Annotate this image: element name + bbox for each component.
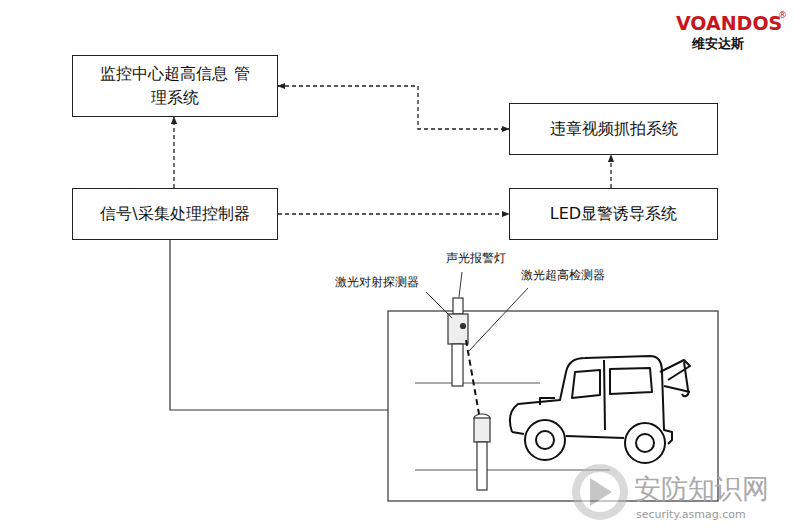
- laser-beam: [466, 340, 479, 414]
- callout-label: 声光报警灯: [446, 251, 506, 265]
- dashed-connector: [173, 117, 174, 188]
- box-label: 信号\采集处理控制器: [100, 202, 249, 226]
- callout-label: 激光对射探测器: [335, 275, 419, 289]
- signal-wire: [170, 240, 388, 410]
- callout-label: 激光超高检测器: [521, 268, 605, 282]
- brand-logo-text: VOANDOS: [676, 12, 782, 35]
- leader-line: [426, 292, 452, 318]
- watermark-logo: [572, 464, 628, 520]
- scene-frame: [388, 311, 718, 501]
- watermark-text: 安防知识网: [634, 473, 769, 505]
- laser-receiver-pole: [474, 414, 490, 490]
- leader-line: [459, 272, 462, 297]
- box-label: 监控中心超高信息 管理系统: [100, 62, 250, 110]
- box-label: 违章视频抓拍系统: [550, 117, 678, 141]
- brand-logo-text: 维安达斯: [692, 36, 744, 52]
- dashed-connector: [278, 86, 509, 129]
- dashed-connector: [278, 213, 509, 214]
- brand-logo-text: ®: [778, 10, 787, 21]
- system-box: 信号\采集处理控制器: [72, 188, 278, 240]
- watermark-text: security.asmag.com: [636, 508, 746, 521]
- leader-line: [468, 288, 528, 352]
- road-line: [415, 470, 610, 471]
- dashed-connector: [610, 155, 611, 188]
- tow-truck: [510, 356, 690, 463]
- system-box: 监控中心超高信息 管理系统: [72, 55, 278, 117]
- system-box: 违章视频抓拍系统: [509, 103, 718, 155]
- box-label: LED显警诱导系统: [550, 202, 677, 226]
- system-box: LED显警诱导系统: [509, 188, 718, 240]
- road-line: [415, 383, 540, 384]
- laser-emitter-pole: [448, 298, 468, 386]
